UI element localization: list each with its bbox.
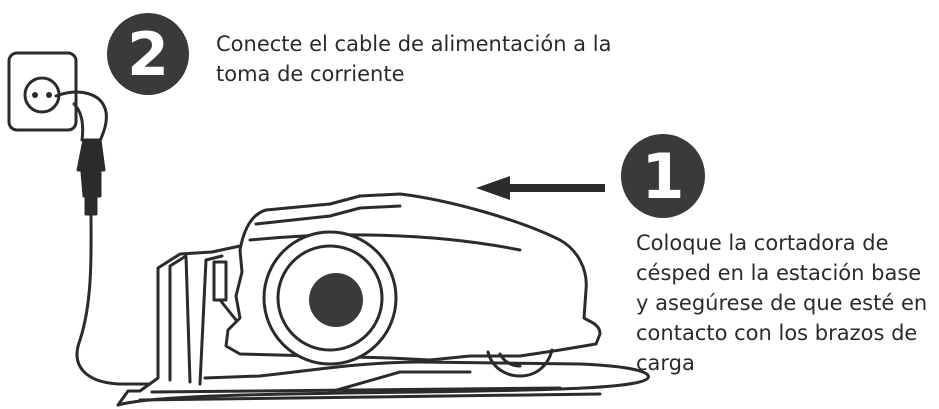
step-number-1: 1: [641, 140, 684, 213]
step-number-2: 2: [127, 20, 169, 90]
wall-outlet-icon: [7, 51, 78, 132]
charging-station-icon: [116, 244, 650, 407]
step-2-line-1: Conecte el cable de alimentación a la: [216, 32, 612, 56]
step-2-instruction: Conecte el cable de alimentación a la to…: [216, 29, 611, 89]
step-badge-2: 2: [107, 13, 189, 95]
step-1-line-1: Coloque la cortadora de: [636, 231, 889, 255]
step-badge-1: 1: [621, 134, 705, 218]
step-2-line-2: toma de corriente: [216, 62, 405, 86]
step-1-line-4: contacto con los brazos de: [636, 321, 918, 345]
power-plug-icon: [54, 90, 152, 386]
step-1-line-5: carga: [636, 351, 695, 375]
step-1-instruction: Coloque la cortadora de césped en la est…: [636, 228, 927, 378]
step-1-line-2: césped en la estación base: [636, 261, 922, 285]
arrow-left-icon: [476, 176, 605, 200]
step-1-line-3: y asegúrese de que esté en: [636, 291, 928, 315]
robotic-mower-icon: [224, 192, 602, 378]
